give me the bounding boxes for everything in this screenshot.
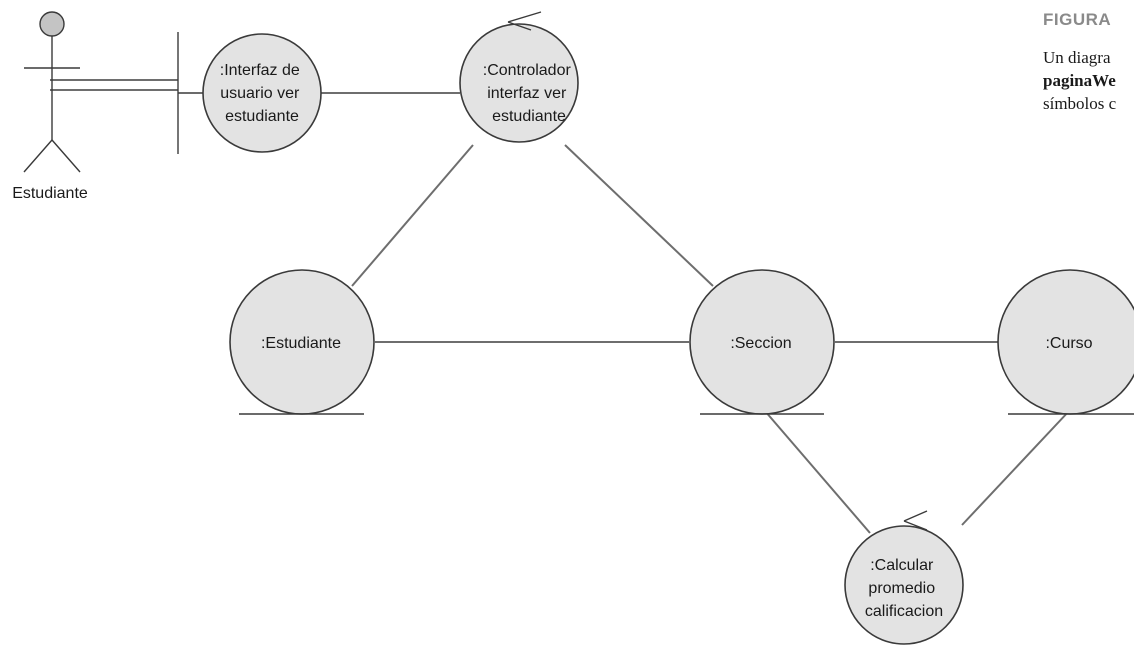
- caption-line-1: Un diagra: [1043, 48, 1111, 67]
- calcular-label: :Calcular promedio calificacion: [865, 557, 943, 620]
- controller-label: :Controlador interfaz ver estudiante: [483, 62, 576, 125]
- link-controller-estudiante: [351, 144, 474, 287]
- link-controller-seccion: [564, 144, 714, 287]
- actor-label: Estudiante: [12, 185, 88, 202]
- seccion-label: :Seccion: [730, 335, 791, 352]
- figure-caption: FIGURA Un diagra paginaWe símbolos c: [1043, 10, 1117, 113]
- controller-object: :Controlador interfaz ver estudiante: [459, 11, 579, 143]
- curso-label: :Curso: [1045, 335, 1092, 352]
- estudiante-label: :Estudiante: [261, 335, 341, 352]
- actor-head: [39, 11, 65, 37]
- entity-seccion: :Seccion: [689, 269, 835, 415]
- entity-estudiante: :Estudiante: [229, 269, 375, 415]
- boundary-object-interfaz: :Interfaz de usuario ver estudiante: [177, 32, 322, 154]
- caption-line-3: símbolos c: [1043, 94, 1117, 113]
- actor-left-leg: [23, 139, 53, 173]
- calcular-circle: [844, 525, 964, 645]
- controller-calcular: :Calcular promedio calificacion: [844, 510, 964, 645]
- actor-right-leg: [51, 139, 81, 173]
- caption-line-2: paginaWe: [1043, 71, 1116, 90]
- entity-curso: :Curso: [997, 269, 1134, 415]
- boundary-circle: [202, 33, 322, 153]
- link-seccion-calcular: [764, 410, 871, 534]
- figure-title: FIGURA: [1043, 10, 1111, 29]
- calcular-arrow-icon: [903, 510, 928, 531]
- link-curso-calcular: [961, 409, 1071, 526]
- controller-arrow-icon: [507, 11, 542, 31]
- actor-estudiante: Estudiante: [12, 11, 88, 202]
- controller-circle: [459, 23, 579, 143]
- boundary-label: :Interfaz de usuario ver estudiante: [220, 62, 305, 125]
